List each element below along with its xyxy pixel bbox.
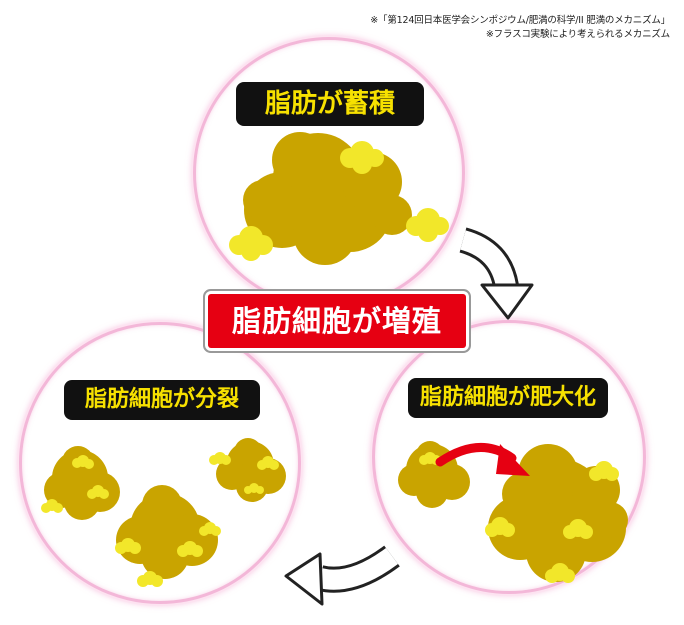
stage-label-divide: 脂肪細胞が分裂	[64, 380, 260, 420]
method-note: ※フラスコ実験により考えられるメカニズム	[485, 29, 670, 40]
fat-droplet	[340, 141, 384, 174]
white-curved-arrow-icon	[459, 227, 534, 320]
fat-cell-large	[243, 132, 412, 265]
fat-cell-enlarged	[488, 444, 628, 582]
fat-droplet	[229, 226, 273, 261]
fat-droplet	[485, 461, 619, 583]
fat-droplet	[406, 208, 449, 242]
white-curved-arrow-icon	[284, 545, 400, 606]
fat-droplet	[41, 455, 109, 513]
red-curved-arrow-icon	[435, 443, 530, 476]
stage-label-accumulate: 脂肪が蓄積	[236, 82, 424, 126]
fat-droplet	[209, 452, 279, 494]
stage-label-enlarge: 脂肪細胞が肥大化	[408, 378, 608, 418]
fat-droplet	[115, 522, 221, 587]
source-note: ※「第124回日本医学会シンポジウム/肥満の科学/II 肥満のメカニズム」	[370, 15, 670, 26]
center-label: 脂肪細胞が増殖	[208, 294, 466, 348]
